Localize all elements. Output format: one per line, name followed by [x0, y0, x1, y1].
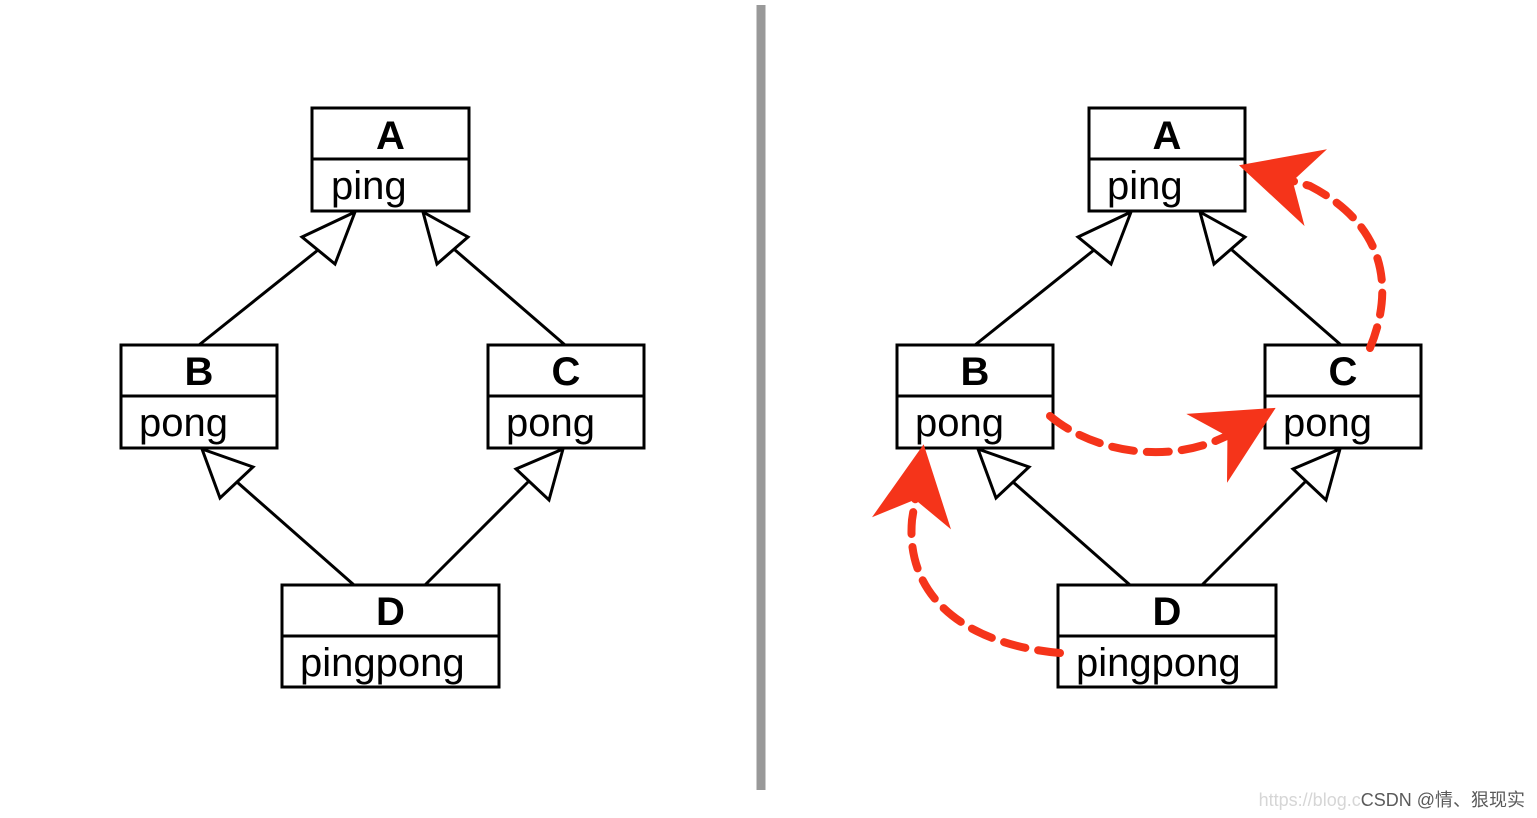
right-inheritance-edges — [974, 208, 1343, 587]
class-name: A — [376, 114, 405, 158]
watermark: https://blog.cCSDN @情、狠现实 — [1259, 786, 1525, 812]
watermark-brand: CSDN @情、狠现实 — [1360, 790, 1525, 810]
class-name: A — [1153, 114, 1182, 158]
class-method: pong — [1283, 401, 1372, 445]
right-class-b: B pong — [895, 343, 1055, 450]
left-edge-d-to-c — [423, 446, 566, 587]
class-name: B — [185, 350, 214, 394]
right-edge-d-to-c — [1200, 446, 1343, 587]
right-edge-c-to-a — [1197, 208, 1342, 347]
mro-arrows — [871, 149, 1387, 657]
left-edge-b-to-a — [198, 209, 358, 347]
right-edge-d-to-b — [975, 446, 1131, 587]
class-method: pingpong — [300, 641, 465, 685]
watermark-url: https://blog.c — [1258, 790, 1361, 810]
right-edge-b-to-a — [974, 209, 1134, 347]
class-name: C — [552, 350, 581, 394]
left-inheritance-edges — [198, 208, 566, 587]
mro-arrow-b-to-c — [1046, 407, 1276, 483]
class-name: C — [1329, 350, 1358, 394]
class-method: pingpong — [1076, 641, 1241, 685]
left-edge-c-to-a — [420, 208, 566, 347]
class-method: pong — [139, 401, 228, 445]
mro-arrow-d-to-b — [871, 444, 1064, 657]
right-class-a: A ping — [1087, 106, 1247, 213]
class-method: pong — [506, 401, 595, 445]
left-class-b: B pong — [119, 343, 279, 450]
left-class-a: A ping — [310, 106, 471, 213]
right-class-d: D pingpong — [1056, 583, 1278, 689]
right-class-c: C pong — [1263, 343, 1423, 450]
class-name: B — [961, 350, 990, 394]
left-class-d: D pingpong — [280, 583, 501, 689]
left-class-c: C pong — [486, 343, 646, 450]
class-method: ping — [1107, 164, 1183, 208]
left-edge-d-to-b — [199, 446, 355, 587]
class-method: ping — [331, 164, 407, 208]
class-method: pong — [915, 401, 1004, 445]
left-diagram: A ping B pong C pong D pingpong — [119, 106, 646, 689]
class-name: D — [376, 590, 405, 634]
class-name: D — [1153, 590, 1182, 634]
right-diagram: A ping B pong C pong D pingpong — [871, 106, 1423, 689]
mro-arrow-c-to-a — [1238, 149, 1387, 352]
